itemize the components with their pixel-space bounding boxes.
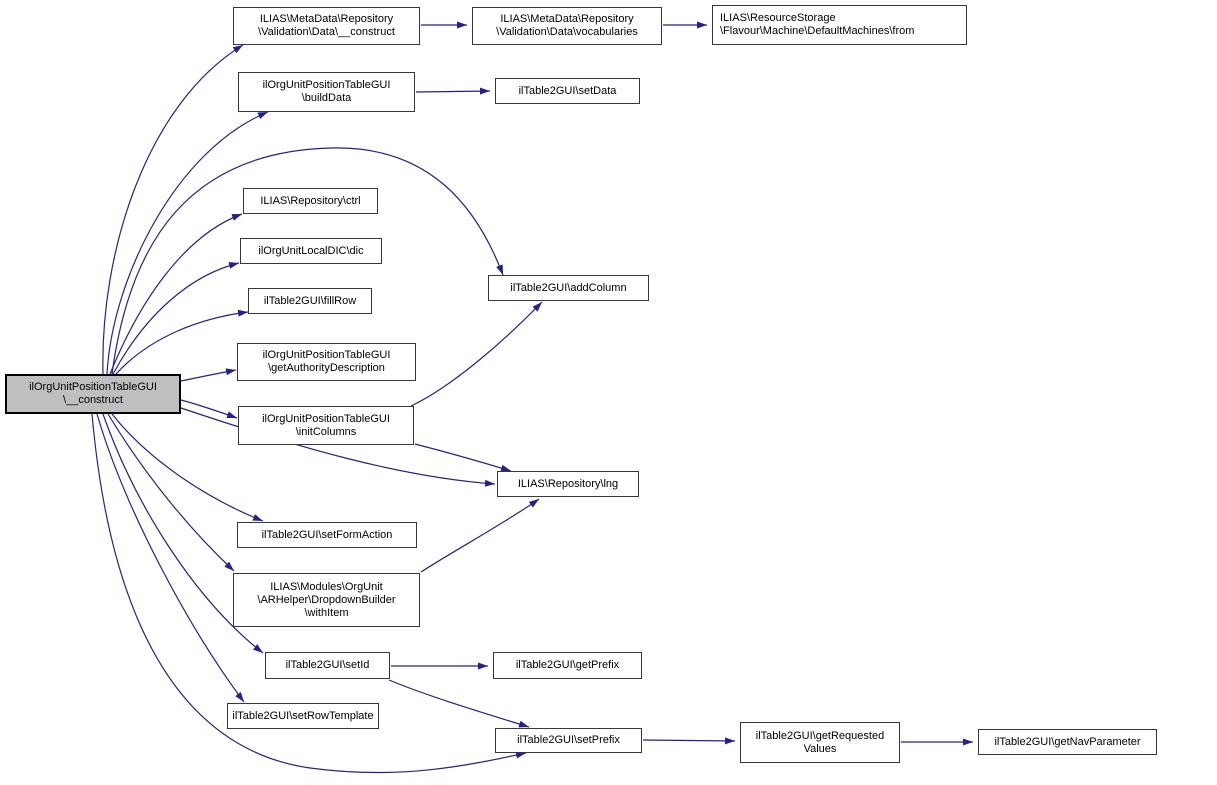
edge-initcolumns-to-lng [414,443,512,472]
edge-construct-to-setid [102,413,264,654]
node-ilTable2GUI-setData[interactable]: ilTable2GUI\setData [495,78,640,104]
node-ilOrgUnitPositionTableGUI-initColumns[interactable]: ilOrgUnitPositionTableGUI \initColumns [238,406,414,445]
node-ilTable2GUI-addColumn[interactable]: ilTable2GUI\addColumn [488,275,649,301]
edge-construct-to-setprefix [91,413,527,774]
edge-construct-to-md-construct [102,44,244,375]
edge-construct-to-setformaction [111,413,264,522]
edge-construct-to-ctrl [109,213,243,375]
edge-construct-to-addcolumn [111,147,504,375]
edge-construct-to-lng [180,407,496,487]
node-ilTable2GUI-getPrefix[interactable]: ilTable2GUI\getPrefix [493,652,642,679]
node-ilOrgUnitPositionTableGUI-getAuthorityDescription[interactable]: ilOrgUnitPositionTableGUI \getAuthorityD… [237,343,416,381]
edge-setid-to-setprefix [388,679,530,728]
edge-builddata-to-setdata [415,87,491,95]
node-ilTable2GUI-setId[interactable]: ilTable2GUI\setId [265,652,390,679]
node-ilTable2GUI-getRequestedValues[interactable]: ilTable2GUI\getRequested Values [740,722,900,763]
edge-construct-to-getauthoritydescription [180,368,237,382]
node-ILIAS-Repository-ctrl[interactable]: ILIAS\Repository\ctrl [243,188,378,214]
node-ilTable2GUI-setRowTemplate[interactable]: ilTable2GUI\setRowTemplate [227,703,379,729]
edge-setprefix-to-getrequestedvalues [642,737,736,745]
node-ilOrgUnitLocalDIC-dic[interactable]: ilOrgUnitLocalDIC\dic [240,238,382,264]
node-ilTable2GUI-fillRow[interactable]: ilTable2GUI\fillRow [248,288,372,314]
edge-withitem-to-lng [420,498,540,573]
edge-initcolumns-to-addcolumn [410,301,543,407]
edge-construct-to-setrowtemplate [96,413,245,703]
edge-construct-to-builddata [106,111,269,375]
node-ilTable2GUI-getNavParameter[interactable]: ilTable2GUI\getNavParameter [978,729,1157,755]
node-ILIAS-MetaData-Repository-Validation-Data-construct[interactable]: ILIAS\MetaData\Repository \Validation\Da… [233,7,420,45]
edge-construct-to-dic [112,261,240,375]
node-ILIAS-Modules-OrgUnit-ARHelper-DropdownBuilder-withItem[interactable]: ILIAS\Modules\OrgUnit \ARHelper\Dropdown… [233,573,420,627]
node-ilTable2GUI-setPrefix[interactable]: ilTable2GUI\setPrefix [495,728,642,753]
node-ilOrgUnitPositionTableGUI-construct: ilOrgUnitPositionTableGUI \__construct [5,374,181,414]
node-ILIAS-Repository-lng[interactable]: ILIAS\Repository\lng [497,471,639,497]
node-ILIAS-MetaData-Repository-Validation-Data-vocabularies[interactable]: ILIAS\MetaData\Repository \Validation\Da… [472,7,662,45]
edge-construct-to-withitem [107,413,235,572]
node-ilOrgUnitPositionTableGUI-buildData[interactable]: ilOrgUnitPositionTableGUI \buildData [238,72,415,112]
node-ILIAS-ResourceStorage-Flavour-Machine-DefaultMachines-from[interactable]: ILIAS\ResourceStorage \Flavour\Machine\D… [712,5,967,45]
edge-construct-to-fillrow [115,309,249,375]
node-ilTable2GUI-setFormAction[interactable]: ilTable2GUI\setFormAction [237,522,417,548]
edge-construct-to-initcolumns [180,399,238,419]
